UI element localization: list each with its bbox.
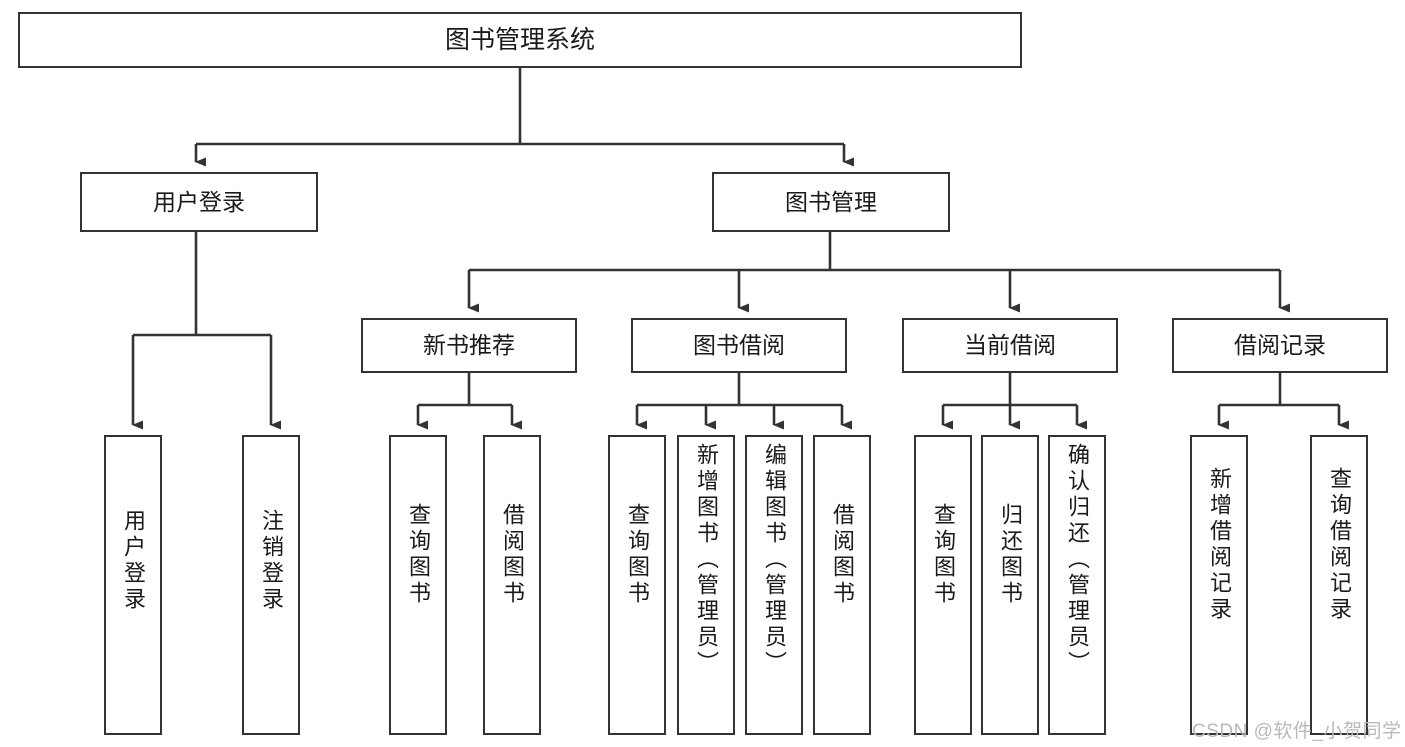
node-label: 新增借阅记录 <box>1207 467 1232 623</box>
node-label: 借阅图书 <box>500 503 525 607</box>
leaf-query-book-borrow[interactable]: 查询图书 <box>608 435 666 735</box>
watermark-text: CSDN @软件_小贺同学 <box>1192 721 1402 742</box>
leaf-query-book-current[interactable]: 查询图书 <box>914 435 972 735</box>
leaf-query-book-rec[interactable]: 查询图书 <box>389 435 447 735</box>
node-label: 查询图书 <box>931 503 956 607</box>
node-label: 查询图书 <box>625 503 650 607</box>
node-label: 图书借阅 <box>693 332 785 359</box>
leaf-borrow-book-rec[interactable]: 借阅图书 <box>483 435 541 735</box>
node-label: 用户登录 <box>121 509 146 613</box>
node-label: 借阅图书 <box>830 503 855 607</box>
node-label: 编辑图书（管理员） <box>762 443 787 677</box>
leaf-logout[interactable]: 注销登录 <box>242 435 300 735</box>
node-label: 借阅记录 <box>1234 332 1326 359</box>
node-borrow-record[interactable]: 借阅记录 <box>1172 318 1388 373</box>
node-new-book-recommend[interactable]: 新书推荐 <box>361 318 577 373</box>
node-label: 图书管理 <box>785 188 877 215</box>
node-label: 新增图书（管理员） <box>694 443 719 677</box>
leaf-query-borrow-record[interactable]: 查询借阅记录 <box>1310 435 1368 735</box>
node-current-borrow[interactable]: 当前借阅 <box>902 318 1118 373</box>
node-label: 当前借阅 <box>964 332 1056 359</box>
node-label: 查询借阅记录 <box>1327 467 1352 623</box>
node-root-system[interactable]: 图书管理系统 <box>18 12 1022 68</box>
node-book-borrow[interactable]: 图书借阅 <box>631 318 847 373</box>
node-user-login[interactable]: 用户登录 <box>80 172 318 232</box>
leaf-add-borrow-record[interactable]: 新增借阅记录 <box>1190 435 1248 735</box>
leaf-add-book-admin[interactable]: 新增图书（管理员） <box>677 435 735 735</box>
leaf-user-login[interactable]: 用户登录 <box>104 435 162 735</box>
node-label: 注销登录 <box>259 509 284 613</box>
node-label: 用户登录 <box>153 188 245 215</box>
leaf-return-book[interactable]: 归还图书 <box>981 435 1039 735</box>
node-label: 图书管理系统 <box>444 25 595 54</box>
node-label: 新书推荐 <box>423 332 515 359</box>
leaf-edit-book-admin[interactable]: 编辑图书（管理员） <box>745 435 803 735</box>
node-label: 归还图书 <box>998 503 1023 607</box>
csdn-watermark: CSDN @软件_小贺同学 <box>1192 716 1401 743</box>
leaf-borrow-book-borrow[interactable]: 借阅图书 <box>813 435 871 735</box>
node-label: 查询图书 <box>406 503 431 607</box>
node-label: 确认归还（管理员） <box>1065 443 1090 677</box>
leaf-confirm-return-admin[interactable]: 确认归还（管理员） <box>1048 435 1106 735</box>
node-book-management[interactable]: 图书管理 <box>712 172 950 232</box>
